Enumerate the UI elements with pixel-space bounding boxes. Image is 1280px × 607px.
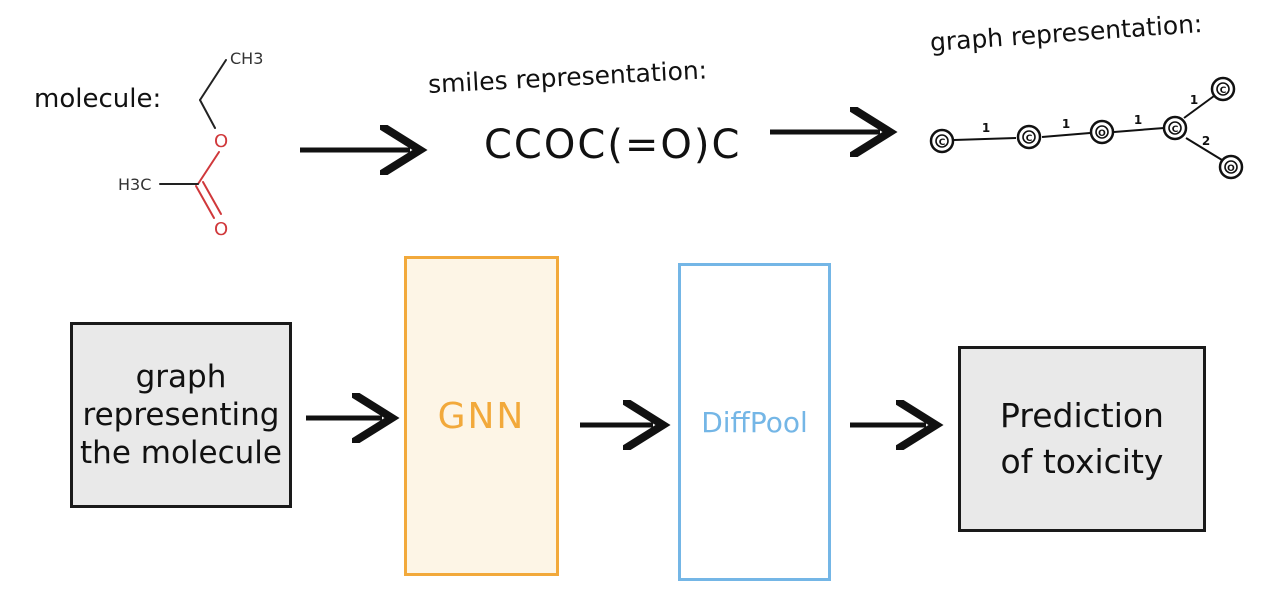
bond-c-o-double-a (195, 185, 215, 219)
output-prediction-text: Prediction of toxicity (1000, 396, 1164, 481)
graph-edge-label-3: 1 (1134, 113, 1142, 127)
output-prediction-box: Prediction of toxicity (958, 346, 1206, 532)
input-graph-box: graph representing the molecule (70, 322, 292, 508)
graph-node-label-2: C (1026, 134, 1033, 144)
graph-edge-label-1: 1 (982, 121, 990, 135)
graph-node-label-6: O (1227, 164, 1235, 174)
graph-edge-5 (1185, 137, 1223, 161)
smiles-value: CCOC(=O)C (484, 122, 742, 168)
graph-node-label-3: O (1098, 129, 1106, 139)
graph-edge-label-5: 2 (1202, 134, 1210, 148)
graph-edge-label-2: 1 (1062, 117, 1070, 131)
bond-ch2-o (199, 99, 216, 129)
gnn-box: GNN (404, 256, 559, 576)
diffpool-box: DiffPool (678, 263, 831, 581)
bond-ch3-ch2 (199, 59, 227, 101)
atom-oxygen-carbonyl: O (214, 219, 228, 240)
molecule-label: molecule: (34, 84, 162, 114)
molecule-structure (159, 59, 227, 219)
atom-h3c-left: H3C (118, 175, 151, 194)
graph-edge-2 (1041, 132, 1091, 138)
graph-edge-4 (1183, 95, 1215, 119)
bond-c-o-double-b (202, 181, 222, 215)
diffpool-label: DiffPool (701, 405, 808, 439)
graph-node-label-4: C (1172, 125, 1179, 135)
bond-o-c (197, 151, 220, 185)
atom-ch3-top: CH3 (230, 49, 263, 68)
graph-node-label-1: C (939, 138, 946, 148)
graph-edge-3 (1113, 127, 1165, 133)
graph-edge-1 (953, 137, 1017, 141)
graph-representation (929, 76, 1244, 180)
graph-edge-label-4: 1 (1190, 93, 1198, 107)
input-graph-text: graph representing the molecule (80, 359, 282, 471)
atom-oxygen-ether: O (214, 131, 228, 152)
gnn-label: GNN (437, 395, 526, 437)
graph-node-label-5: C (1220, 86, 1227, 96)
